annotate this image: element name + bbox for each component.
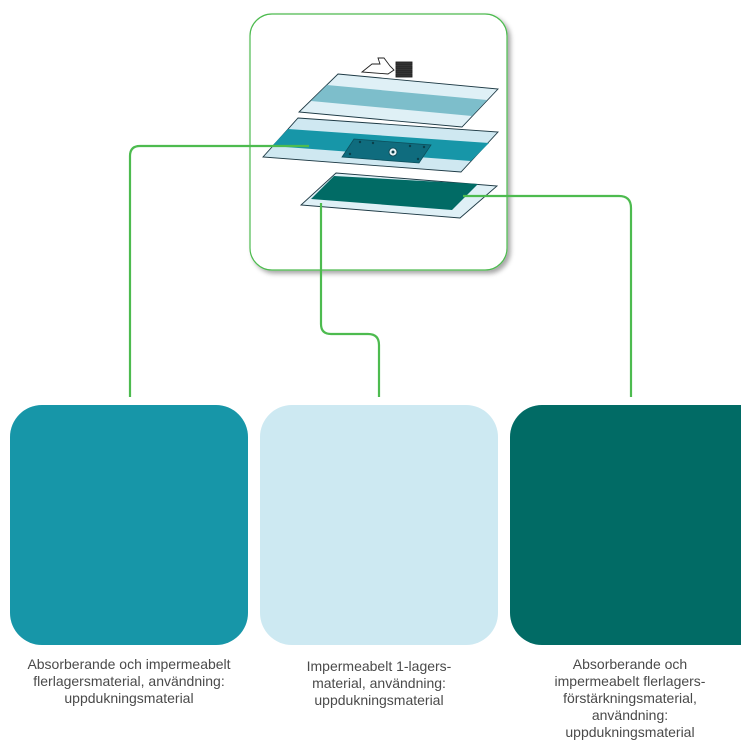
caption-absorbent-multilayer: Absorberande och impermeabelt flerlagers… — [27, 656, 231, 706]
drape-pack-icon — [360, 57, 413, 78]
swatch-absorbent-multilayer — [10, 405, 248, 645]
connector-line-absorbent — [128, 144, 309, 397]
caption-impermeable-single-layer: Impermeabelt 1-lagers- material, användn… — [306, 658, 452, 708]
connector-line-reinforcement — [463, 194, 633, 397]
layer-top-sheet — [297, 73, 499, 128]
connector-line-impermeable — [319, 203, 381, 397]
caption-reinforcement-multilayer: Absorberande och impermeabelt flerlagers… — [554, 656, 706, 740]
swatch-impermeable-single-layer — [260, 405, 498, 645]
layer-reinforcement-sheet — [299, 172, 499, 219]
layer-absorbent-sheet — [262, 117, 499, 173]
swatch-reinforcement-multilayer — [510, 405, 741, 645]
